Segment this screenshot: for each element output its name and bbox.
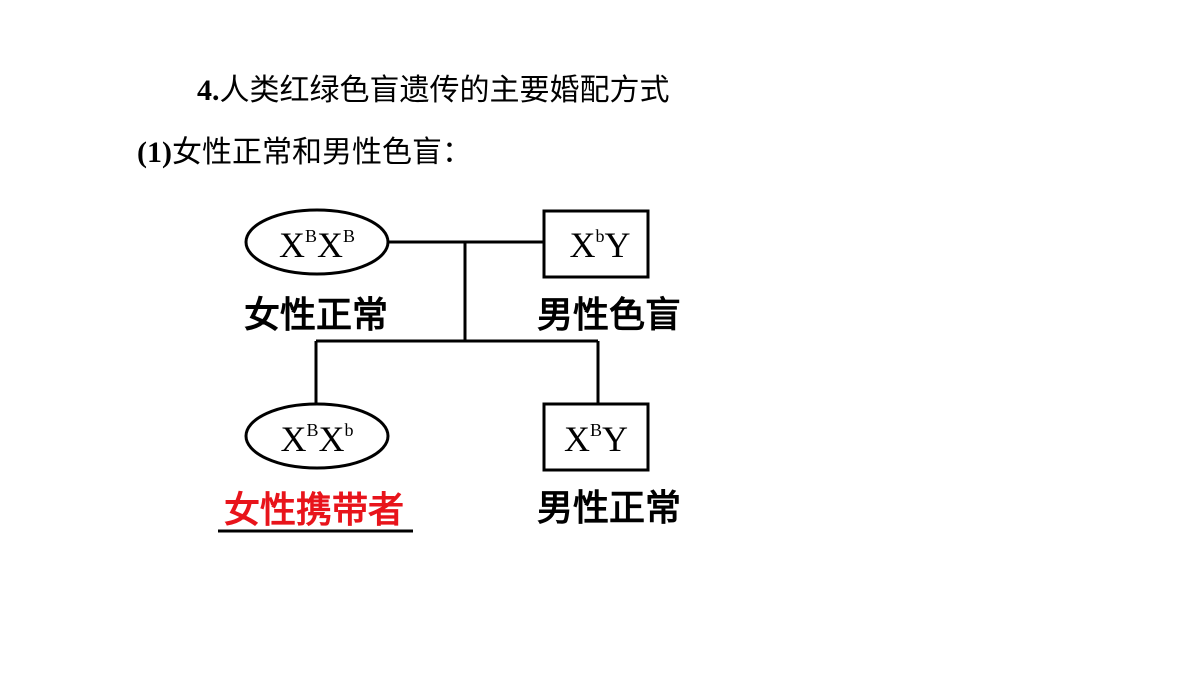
parent-female-genotype: XBXB <box>279 225 355 265</box>
subheading: (1)女性正常和男性色盲： <box>137 138 472 168</box>
subheading-text: 女性正常和男性色盲： <box>171 135 472 170</box>
child-male-genotype: XBY <box>564 419 628 459</box>
child-female-label: 女性携带者 <box>224 490 404 531</box>
heading-number: 4. <box>197 74 220 107</box>
parent-female-symbol <box>244 208 390 276</box>
parent-female-label: 女性正常 <box>244 295 388 336</box>
parent-male-genotype: XbY <box>570 225 631 265</box>
heading: 4.人类红绿色盲遗传的主要婚配方式 <box>197 76 670 106</box>
child-male-symbol <box>542 402 650 472</box>
child-female-symbol <box>244 402 390 470</box>
subheading-number: (1) <box>137 136 172 169</box>
child-female-genotype: XBXb <box>280 419 353 459</box>
pedigree-lines <box>314 240 600 410</box>
heading-text: 人类红绿色盲遗传的主要婚配方式 <box>219 73 670 108</box>
parent-male-symbol <box>542 209 650 279</box>
child-male-label: 男性正常 <box>537 488 681 529</box>
parent-male-label: 男性色盲 <box>537 295 681 336</box>
